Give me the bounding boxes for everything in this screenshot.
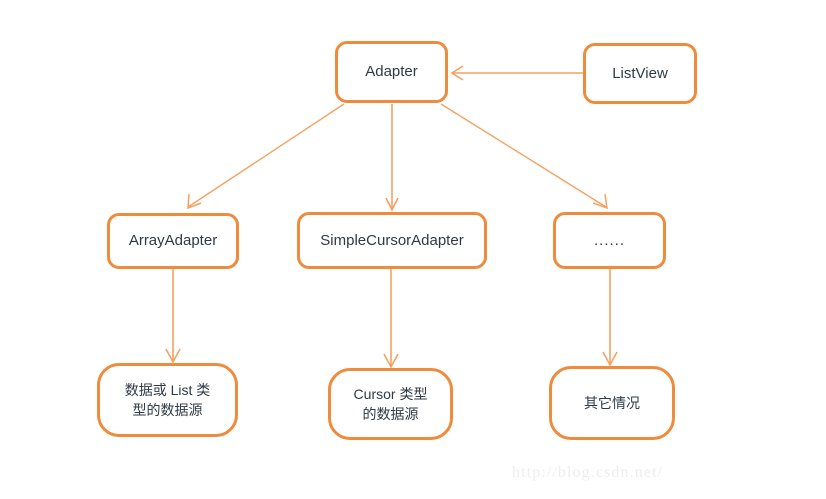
node-ellipsis-label: ...... bbox=[593, 231, 625, 249]
edge-adapter-to-arrayadapter bbox=[187, 103, 345, 210]
node-array-adapter-label: ArrayAdapter bbox=[128, 232, 218, 250]
edge-adapter-to-simplecursoradapter bbox=[385, 104, 399, 212]
node-ellipsis[interactable]: ...... bbox=[553, 212, 666, 269]
node-listview-label: ListView bbox=[612, 64, 668, 82]
edge-arrayadapter-to-arraysource bbox=[165, 269, 181, 364]
edge-listview-to-adapter bbox=[450, 65, 583, 81]
node-other-data-source-label: 其它情况 bbox=[584, 394, 640, 411]
edge-adapter-to-ellipsis bbox=[440, 103, 608, 210]
node-simple-cursor-adapter-label: SimpleCursorAdapter bbox=[320, 231, 464, 249]
node-listview[interactable]: ListView bbox=[583, 43, 697, 104]
node-adapter[interactable]: Adapter bbox=[335, 41, 448, 103]
node-cursor-data-source[interactable]: Cursor 类型 的数据源 bbox=[328, 368, 453, 440]
node-other-data-source[interactable]: 其它情况 bbox=[549, 366, 675, 440]
node-array-adapter[interactable]: ArrayAdapter bbox=[107, 213, 239, 269]
node-array-data-source-label: 数据或 List 类 型的数据源 bbox=[124, 381, 211, 418]
edge-ellipsis-to-othersource bbox=[602, 269, 618, 367]
node-cursor-data-source-label: Cursor 类型 的数据源 bbox=[353, 385, 428, 422]
node-simple-cursor-adapter[interactable]: SimpleCursorAdapter bbox=[297, 212, 487, 269]
node-array-data-source[interactable]: 数据或 List 类 型的数据源 bbox=[97, 363, 238, 437]
watermark-url: http://blog.csdn.net/ bbox=[512, 464, 664, 481]
edge-simplecursoradapter-to-cursorsource bbox=[383, 269, 399, 369]
node-adapter-label: Adapter bbox=[365, 63, 418, 81]
